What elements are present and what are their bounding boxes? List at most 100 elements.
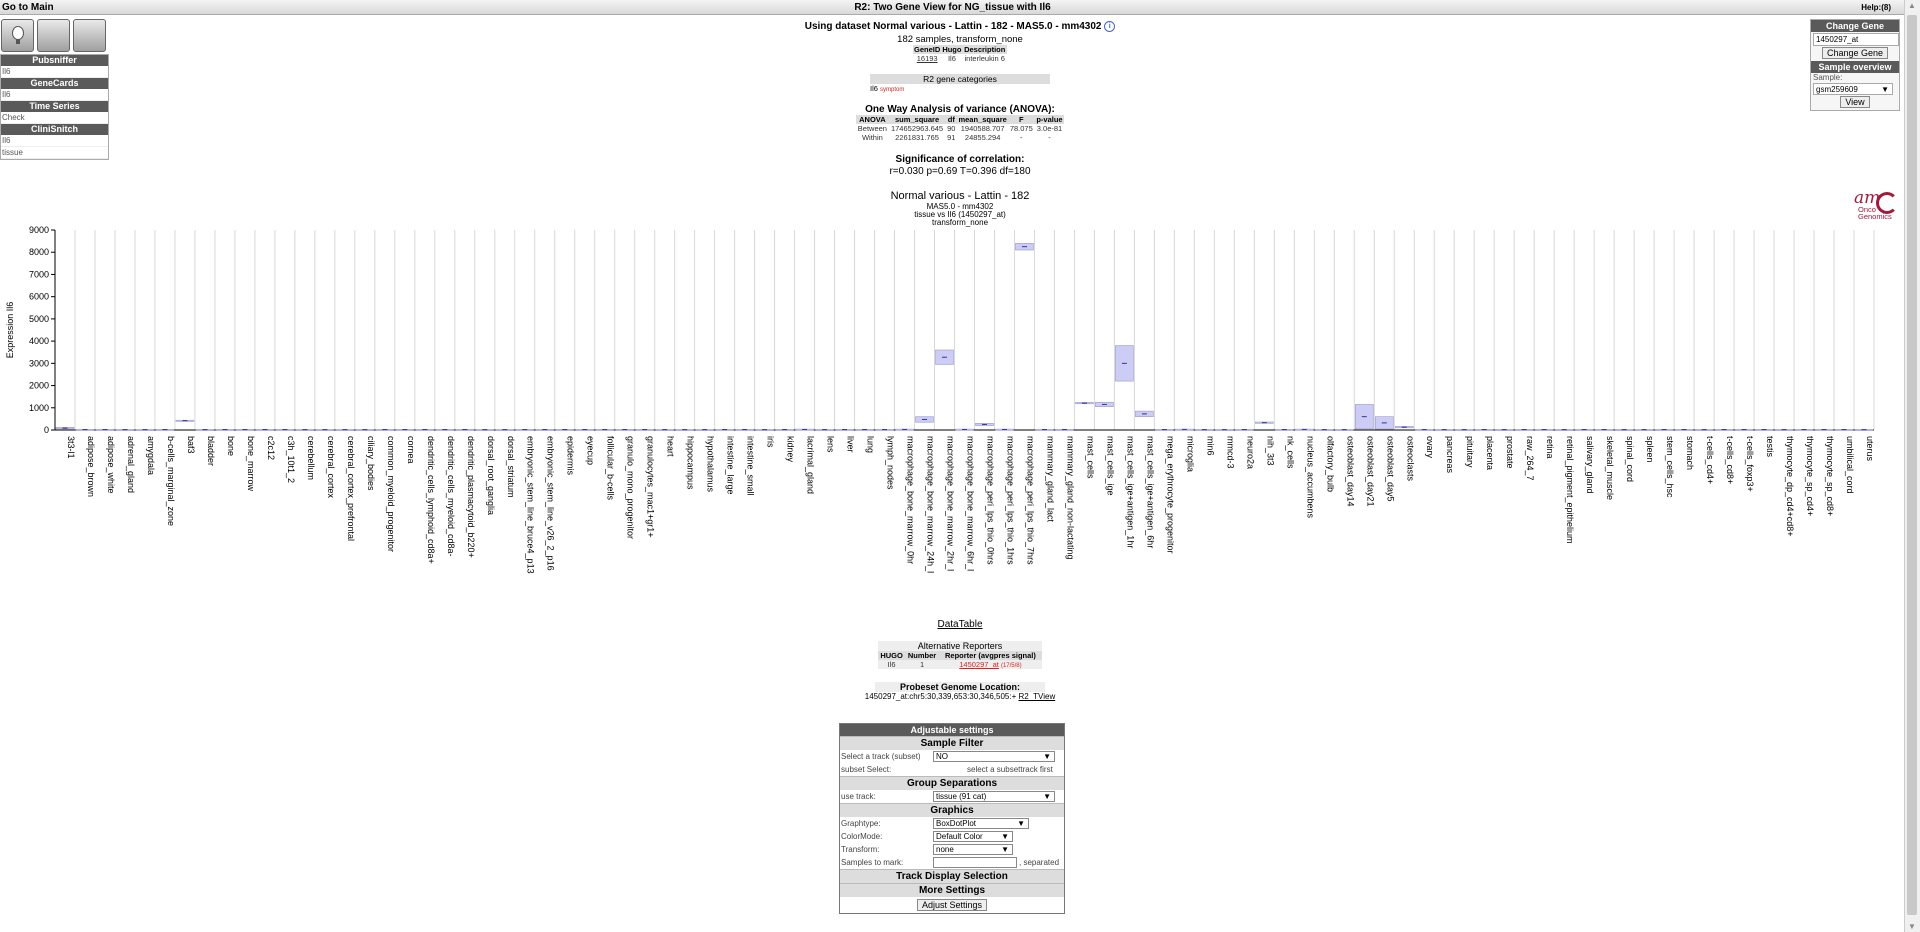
vertical-scrollbar[interactable]: ▲ ▼ (1904, 0, 1920, 932)
reporter-link[interactable]: 1450297_at (959, 660, 999, 669)
x-tick-label: salivary_gland (1585, 436, 1595, 494)
scrollbar-thumb[interactable] (1907, 15, 1917, 915)
x-tick-label: retinal_pigment_epithelium (1565, 436, 1575, 544)
sample-select[interactable]: gsm259609▼ (1813, 83, 1893, 95)
y-tick-label: 8000 (29, 247, 49, 257)
anova-cell: Within (861, 133, 883, 142)
x-tick-label: osteoblast_day14 (1345, 436, 1355, 507)
gene-input[interactable] (1813, 33, 1899, 46)
x-tick-label: bone (226, 436, 236, 456)
x-tick-label: 3t3-l1 (66, 436, 76, 459)
track-display-title[interactable]: Track Display Selection (840, 869, 1064, 883)
x-tick-label: macrophage_peri_lps_thio_1hrs (1005, 436, 1015, 565)
go-to-main-link[interactable]: Go to Main (2, 2, 54, 13)
settings-title: Adjustable settings (840, 724, 1064, 736)
track-select[interactable]: NO ▼ (933, 751, 1055, 762)
anova-cell: - (1048, 133, 1051, 142)
transform-select[interactable]: none▼ (933, 844, 1013, 855)
pubsniffer-value[interactable]: Il6 (1, 66, 108, 78)
anova-header: F (1007, 115, 1035, 124)
help-link[interactable]: Help:(8) (1861, 3, 1891, 12)
x-tick-label: osteoblast_day21 (1365, 436, 1375, 507)
x-tick-label: cerebral_cortex (326, 436, 336, 499)
colormode-value: Default Color (936, 832, 983, 841)
x-tick-label: baf3 (186, 436, 196, 454)
chevron-down-icon: ▼ (1017, 819, 1025, 828)
gene-categories-row: Il6 symptom (870, 84, 1050, 93)
samples-mark-input[interactable] (933, 857, 1017, 868)
y-tick-label: 2000 (29, 381, 49, 391)
view-button[interactable]: View (1840, 96, 1870, 108)
change-gene-button[interactable]: Change Gene (1821, 47, 1889, 59)
anova-cell: - (1020, 133, 1023, 142)
alt-header: HUGO (878, 651, 906, 660)
use-track-row: use track: tissue (91 cat)▼ (840, 790, 1064, 803)
use-track-select[interactable]: tissue (91 cat)▼ (933, 791, 1055, 802)
x-tick-label: macrophage_bone_marrow_24h_l (926, 436, 936, 573)
y-tick-label: 3000 (29, 358, 49, 368)
x-tick-label: dorsal_root_ganglia (486, 436, 496, 515)
x-tick-label: b-cells_marginal_zone (166, 436, 176, 526)
graphics-title: Graphics (840, 803, 1064, 817)
clinisnitch-title[interactable]: CliniSnitch (1, 124, 108, 135)
timeseries-title[interactable]: Time Series (1, 101, 108, 112)
x-tick-label: umbilical_cord (1845, 436, 1855, 494)
genecards-value[interactable]: Il6 (1, 89, 108, 101)
alt-reporters-title: Alternative Reporters (917, 641, 1003, 651)
logo-line-1: Onco (1858, 205, 1876, 214)
x-tick-label: mammary_gland_lact (1045, 436, 1055, 523)
track-select-value: NO (936, 752, 948, 761)
graphtype-select[interactable]: BoxDotPlot▼ (933, 818, 1029, 829)
clinisnitch-gene[interactable]: Il6 (1, 135, 108, 147)
transform-value: none (936, 845, 954, 854)
more-settings-title[interactable]: More Settings (840, 883, 1064, 897)
tool-button-3[interactable] (73, 19, 106, 52)
scroll-up-icon[interactable]: ▲ (1908, 1, 1916, 10)
tool-button-2[interactable] (37, 19, 70, 52)
lightbulb-tool-button[interactable] (1, 19, 34, 52)
plot-subtitle-1: MAS5.0 - mm4302 (926, 202, 994, 211)
x-tick-label: intestine_small (746, 436, 756, 496)
adjust-settings-button[interactable]: Adjust Settings (916, 899, 988, 911)
x-tick-label: retina (1545, 436, 1555, 459)
gene-id-link[interactable]: 16193 (916, 54, 938, 63)
x-tick-label: macrophage_bone_marrow_6hr_l (966, 436, 976, 571)
x-tick-label: macrophage_bone_marrow_0hr (906, 436, 916, 564)
right-panel: Change Gene Change Gene Sample overview … (1810, 19, 1900, 111)
x-tick-label: dendritic_cells_lymphoid_cd8a+ (426, 436, 436, 564)
track-row: Select a track (subset) NO▼ (840, 750, 1064, 763)
x-tick-label: raw_264_7 (1525, 436, 1535, 481)
x-tick-label: kidney (786, 436, 796, 463)
gene-hugo: Il6 (947, 54, 956, 63)
x-tick-label: embryonic_stem_line_bruce4_p13 (526, 436, 536, 574)
scroll-down-icon[interactable]: ▼ (1908, 922, 1916, 931)
anova-cell: 78.075 (1009, 124, 1033, 133)
graphtype-label: Graphtype: (841, 819, 881, 828)
x-tick-label: embryonic_stem_line_v26_2_p16 (546, 436, 556, 571)
plot-subtitle-2: tissue vs Il6 (1450297_at) (914, 210, 1006, 219)
x-tick-label: nih_3t3 (1265, 436, 1275, 466)
timeseries-value[interactable]: Check (1, 112, 108, 124)
x-tick-label: adipose_brown (86, 436, 96, 497)
chevron-down-icon: ▼ (1043, 752, 1051, 761)
x-tick-label: intestine_large (726, 436, 736, 495)
datatable-link[interactable]: DataTable (937, 619, 983, 630)
x-tick-label: hippocampus (686, 436, 696, 490)
gene-category-tag[interactable]: symptom (880, 87, 905, 93)
alt-header: Reporter (avgpres signal) (938, 651, 1042, 660)
x-tick-label: microglia (1185, 436, 1195, 472)
x-tick-label: spleen (1645, 436, 1655, 463)
pubsniffer-title[interactable]: Pubsniffer (1, 55, 108, 66)
anova-header: ANOVA (855, 115, 889, 124)
x-tick-label: common_myeloid_progenitor (386, 436, 396, 552)
genecards-title[interactable]: GeneCards (1, 78, 108, 89)
clinisnitch-track[interactable]: tissue (1, 147, 108, 159)
tview-link[interactable]: R2_TView (1018, 692, 1056, 701)
x-tick-label: stomach (1685, 436, 1695, 470)
info-icon[interactable]: i (1104, 21, 1116, 32)
x-tick-label: adipose_white (106, 436, 116, 494)
x-tick-label: mast_cells_ige+antigen_1hr (1125, 436, 1135, 548)
colormode-select[interactable]: Default Color▼ (933, 831, 1013, 842)
